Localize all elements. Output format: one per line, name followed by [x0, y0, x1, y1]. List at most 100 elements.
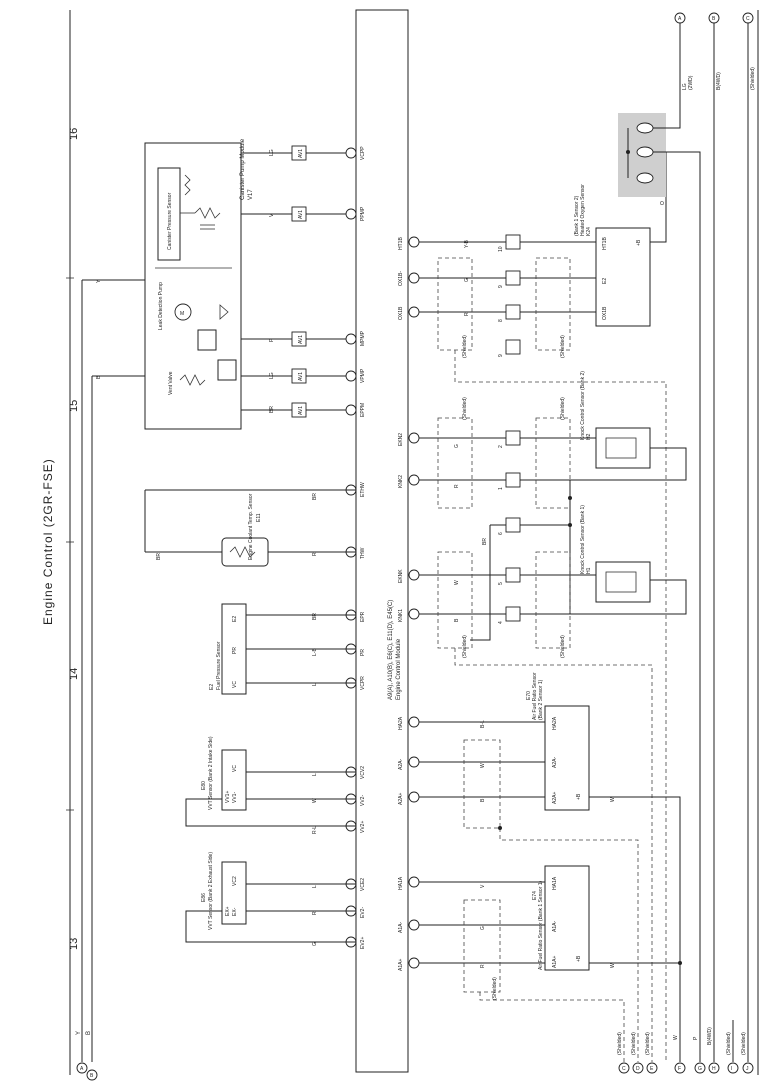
bus-bottom-label: W — [673, 1035, 679, 1040]
wire-color: W — [610, 963, 616, 968]
jc-eh1 — [505, 430, 521, 446]
e70-name: Air Fuel Ratio Sensor — [532, 672, 538, 720]
ecm-sublabel: Engine Control Module — [396, 638, 402, 700]
jc-eh1 — [505, 472, 521, 488]
shield-drain — [454, 648, 653, 1062]
jc-label: AV1 — [298, 406, 304, 415]
ecm-pin-name: A2A+ — [398, 793, 404, 805]
wire-color: BR — [156, 553, 162, 560]
e2-pin: E2 — [232, 616, 238, 622]
wire-color: BR — [269, 406, 275, 413]
page-marker: 15 — [68, 400, 80, 412]
bus-top-label: B(4WD) — [716, 72, 722, 90]
ecm-pin-name: VCE2 — [360, 878, 366, 891]
e86-pin: EX- — [232, 907, 238, 916]
ecm-pin-name: PR — [360, 649, 366, 656]
k24-name: Heated Oxygen Sensor — [580, 184, 586, 236]
junction-pin: 2 — [498, 445, 504, 448]
e80-pin: VV1+ — [225, 791, 231, 803]
ecm-pin-vpmp — [345, 370, 357, 382]
e2-pin: PR — [232, 647, 238, 654]
e86-vvt-sensor — [221, 861, 247, 925]
k24-id: K24 — [586, 227, 592, 236]
e2-id: E2 — [209, 684, 215, 690]
fuse-connector — [636, 172, 654, 184]
junction-pin: 8 — [498, 319, 504, 322]
bus-conn-f — [674, 1062, 686, 1074]
e80-name: VVT Sensor (Bank 2 Intake Side) — [208, 736, 214, 810]
wire-p — [653, 151, 701, 1062]
wire-color: L — [312, 885, 318, 888]
ecm-pin-name: KNK2 — [398, 475, 404, 488]
wire-a-lg — [653, 22, 681, 129]
bus-conn-e — [646, 1062, 658, 1074]
e80-id: E80 — [201, 781, 207, 790]
jc-eh1 — [505, 606, 521, 622]
bus-bottom-label: P — [693, 1036, 699, 1040]
e2-fuel-pressure-sensor — [221, 603, 247, 695]
bus-bottom-label: (Shielded) — [645, 1032, 651, 1055]
bus-bottom-label: (Shielded) — [726, 1032, 732, 1055]
e86-pin: VC2 — [232, 876, 238, 886]
ecm-pin-a2a-minus — [408, 756, 420, 768]
bus-bottom-label: (Shielded) — [741, 1032, 747, 1055]
ecm-pin-name: A1A+ — [398, 959, 404, 971]
jc-eh1 — [505, 517, 521, 533]
connector-a — [76, 1062, 88, 1074]
bus-conn-j — [742, 1062, 754, 1074]
shield-box — [535, 257, 571, 351]
shielded-label: (Shielded) — [462, 397, 468, 420]
bus-conn-label: B — [90, 1073, 94, 1079]
wire-color: B — [96, 375, 102, 379]
bus-top-label: (Shielded) — [750, 67, 756, 90]
wire-color: Y-B — [464, 239, 470, 248]
junction-pin: 5 — [498, 582, 504, 585]
wire-h2-2 — [570, 447, 687, 481]
e74-pin: A1A- — [552, 921, 558, 932]
page-marker: 16 — [68, 128, 80, 140]
e70-pin: A2A- — [552, 757, 558, 768]
page-marker: 14 — [68, 668, 80, 680]
jc-ka3 — [505, 339, 521, 355]
ecm-pin-name: VPMP — [360, 368, 366, 383]
e80-vvt-sensor — [221, 749, 247, 811]
fuse-connector — [636, 122, 654, 134]
bus-conn-label: C — [622, 1066, 626, 1072]
e80-pin: VC — [232, 765, 238, 772]
e74-id: E74 — [532, 891, 538, 900]
resistor-icon — [184, 174, 191, 196]
e11-coolant-temp-sensor — [221, 537, 269, 567]
e70-sub: (Bank 2 Sensor 1) — [538, 679, 544, 720]
wire-ev2-plus — [185, 910, 356, 943]
e74-pin: A1A+ — [552, 956, 558, 968]
ecm-pin-name: THW — [360, 547, 366, 559]
ecm-pin-name: MPMP — [360, 330, 366, 346]
e70-id: E70 — [526, 691, 532, 700]
jc-av1 — [291, 331, 307, 347]
wire-color: P — [269, 338, 275, 342]
jc-label: AV1 — [298, 372, 304, 381]
ecm-pin-ha2a — [408, 716, 420, 728]
fuse-connector — [636, 146, 654, 158]
shield-box — [463, 739, 501, 829]
jc-ka3 — [505, 270, 521, 286]
ecm-pin-ox1b — [408, 306, 420, 318]
wire-color: G — [312, 942, 318, 946]
e70-pin: HA2A — [552, 716, 558, 730]
wire-color: W — [312, 798, 318, 803]
wire-color: W — [454, 580, 460, 585]
ecm-pin-name: EV2- — [360, 907, 366, 918]
jc-eh1 — [505, 567, 521, 583]
junction-pin: 9 — [498, 354, 504, 357]
bus-bottom-label: (Shielded) — [631, 1032, 637, 1055]
junction-dot — [678, 961, 682, 965]
diode-icon — [219, 304, 229, 320]
wire-color: R-L — [312, 826, 318, 834]
ecm-pin-name: EKNK — [398, 569, 404, 583]
wire-h1-2 — [570, 579, 687, 615]
jc-av1 — [291, 145, 307, 161]
shield-box — [437, 417, 473, 509]
bus-conn-d — [632, 1062, 644, 1074]
bus-conn-label: H — [712, 1066, 716, 1072]
